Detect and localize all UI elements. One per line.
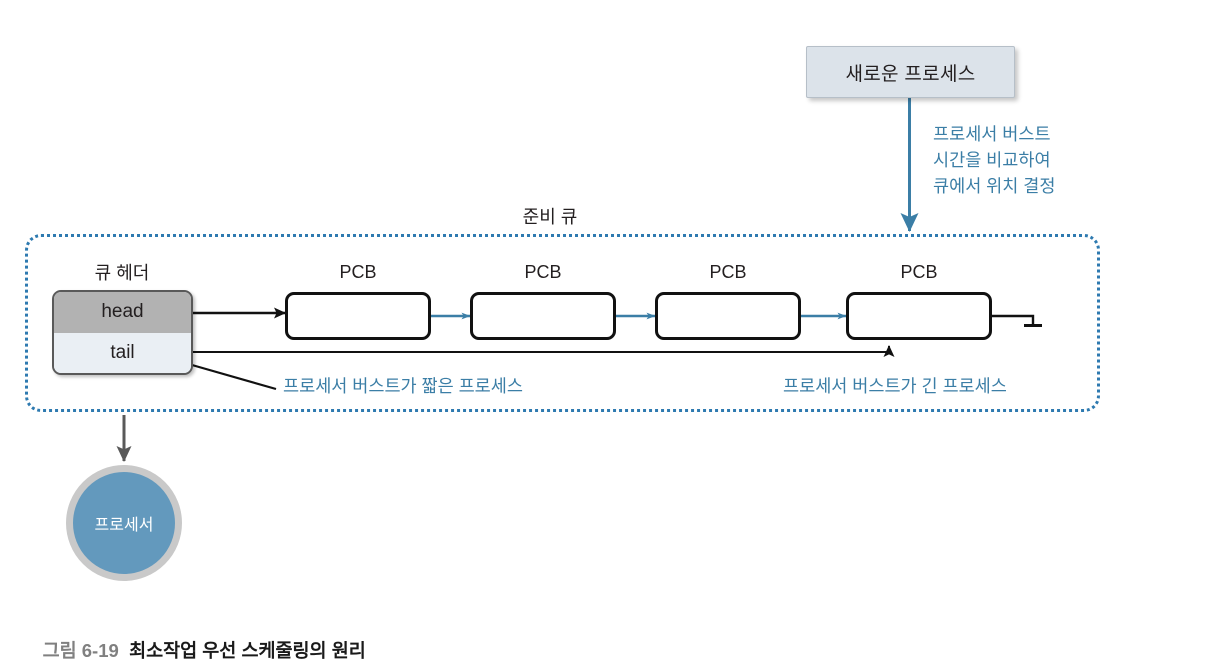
new-process-label: 새로운 프로세스 [845, 63, 976, 85]
head-label: head [101, 301, 144, 323]
ready-queue-container [25, 234, 1100, 412]
figure-caption: 그림 6-19 최소작업 우선 스케줄링의 원리 [22, 615, 366, 672]
pcb-box-4 [846, 292, 992, 340]
caption-separator [119, 640, 129, 661]
pcb-box-3 [655, 292, 801, 340]
tail-label: tail [110, 341, 135, 363]
queue-header-box: head tail [52, 290, 193, 375]
figure-number: 그림 6-19 [42, 640, 119, 661]
pcb-label-4: PCB [900, 262, 938, 282]
annotation-short-burst: 프로세서 버스트가 짧은 프로세스 [283, 376, 523, 396]
ready-queue-label: 준비 큐 [522, 207, 578, 227]
new-process-box: 새로운 프로세스 [806, 46, 1015, 98]
annotation-placement-rule: 프로세서 버스트 시간을 비교하여 큐에서 위치 결정 [933, 124, 1056, 196]
figure-title: 최소작업 우선 스케줄링의 원리 [129, 640, 366, 661]
queue-header-row-tail: tail [54, 332, 191, 373]
pcb-box-1 [285, 292, 431, 340]
processor-circle: 프로세서 [66, 465, 182, 581]
queue-header-label: 큐 헤더 [94, 263, 150, 283]
queue-header-row-head: head [54, 292, 191, 333]
processor-label: 프로세서 [94, 517, 154, 534]
pcb-label-2: PCB [524, 262, 562, 282]
pcb-label-3: PCB [709, 262, 747, 282]
pcb-label-1: PCB [339, 262, 377, 282]
pcb-box-2 [470, 292, 616, 340]
annotation-long-burst: 프로세서 버스트가 긴 프로세스 [783, 376, 1007, 396]
